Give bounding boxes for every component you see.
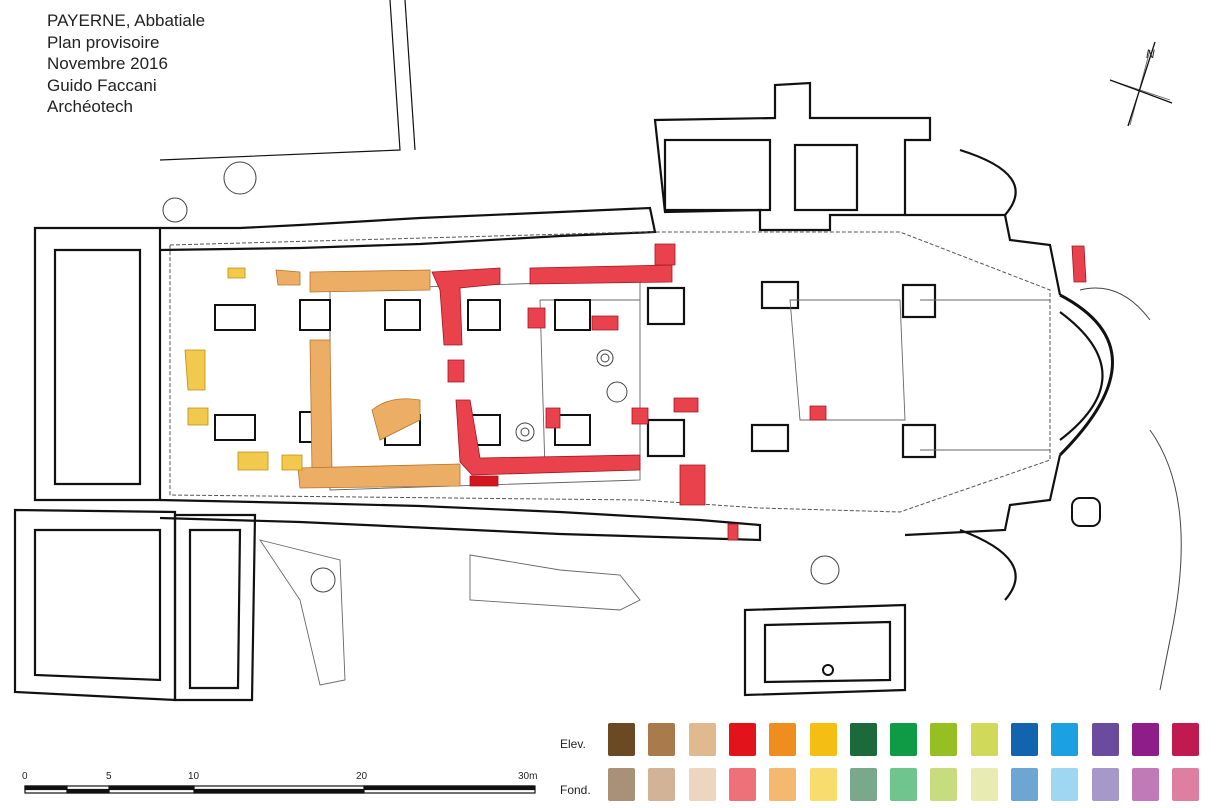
pier xyxy=(554,414,591,446)
pier xyxy=(384,299,421,331)
title-line-date: Novembre 2016 xyxy=(47,54,168,73)
legend-swatch xyxy=(769,723,797,756)
scale-tick-5: 5 xyxy=(106,771,112,782)
scale-tick-30m: 30m xyxy=(518,771,538,782)
north-transept-block xyxy=(653,81,932,232)
legend-swatch xyxy=(970,723,998,756)
scale-bar xyxy=(24,785,536,794)
legend-swatch xyxy=(648,768,676,801)
legend-swatch xyxy=(769,768,797,801)
title-line-company: Archéotech xyxy=(47,97,133,116)
north-apsidiole xyxy=(959,148,1017,216)
north-arrow xyxy=(1109,41,1173,127)
legend-swatch xyxy=(608,768,635,801)
legend-swatch xyxy=(890,768,918,801)
legend-swatch xyxy=(728,768,756,801)
title-line-status: Plan provisoire xyxy=(47,32,160,52)
zone-yellow xyxy=(184,267,303,471)
sacristy-room xyxy=(663,138,772,212)
south-porch xyxy=(743,603,907,697)
pier xyxy=(299,299,331,331)
north-label: N xyxy=(1146,47,1155,61)
pier xyxy=(214,304,256,331)
legend-swatch xyxy=(1051,768,1079,801)
legend-label-elev: Elev. xyxy=(560,737,586,751)
west-tower-outline xyxy=(33,226,162,502)
scale-tick-10: 10 xyxy=(188,771,200,782)
south-apsidiole xyxy=(959,528,1017,601)
legend-swatch xyxy=(608,723,635,756)
legend-swatch xyxy=(1131,723,1159,756)
legend-swatch xyxy=(849,723,877,756)
title-line-site: PAYERNE, Abbatiale xyxy=(47,11,206,30)
pier xyxy=(467,299,501,331)
legend-swatch xyxy=(849,768,877,801)
legend-swatch xyxy=(1172,768,1200,801)
legend-swatch xyxy=(1172,723,1200,756)
legend-swatch xyxy=(890,723,918,756)
legend-swatch xyxy=(809,768,837,801)
legend-swatch xyxy=(930,768,958,801)
chevet-outline xyxy=(904,213,1062,537)
south-west-buildings xyxy=(13,508,177,702)
zone-orange xyxy=(275,269,461,489)
legend-swatch xyxy=(1091,768,1119,801)
scale-tick-20: 20 xyxy=(356,771,368,782)
pier xyxy=(214,414,256,441)
legend-swatch xyxy=(728,723,756,756)
nave-north-wall xyxy=(159,206,657,252)
legend-swatch xyxy=(688,723,716,756)
zone-red xyxy=(431,243,1087,541)
north-chapel-room xyxy=(793,143,859,212)
title-line-author: Guido Faccani xyxy=(47,75,157,95)
legend-swatch xyxy=(1051,723,1079,756)
legend-swatch xyxy=(1011,723,1038,756)
main-apse xyxy=(1058,293,1114,457)
scale-tick-0: 0 xyxy=(22,771,28,782)
legend-swatch xyxy=(1011,768,1038,801)
legend-swatch xyxy=(970,768,998,801)
title-block: PAYERNE, Abbatiale Plan provisoire Novem… xyxy=(47,10,205,118)
legend-swatch xyxy=(930,723,958,756)
legend-swatch xyxy=(648,723,676,756)
legend-label-fond: Fond. xyxy=(560,783,591,797)
legend-swatch xyxy=(809,723,837,756)
legend-swatch xyxy=(1131,768,1159,801)
legend-swatch xyxy=(1091,723,1119,756)
legend-swatch xyxy=(688,768,716,801)
pier xyxy=(554,299,591,331)
nave-south-wall xyxy=(159,498,762,542)
main-apse-inner xyxy=(1059,311,1104,441)
